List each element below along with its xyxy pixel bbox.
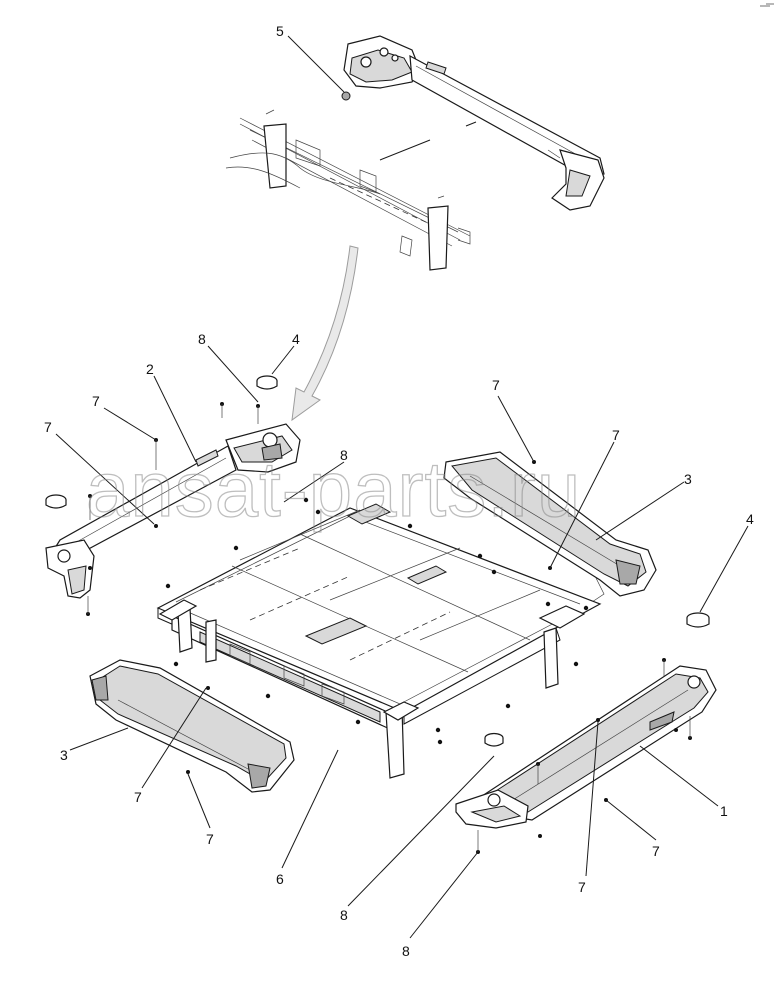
floor-frame xyxy=(156,497,602,779)
callouts: 5 8 4 2 7 7 8 7 7 3 4 3 7 7 6 1 7 7 8 8 xyxy=(44,23,754,959)
callout-1: 1 xyxy=(720,803,728,819)
callout-4: 4 xyxy=(746,511,754,527)
leader-lines xyxy=(55,35,749,939)
left-side-rail xyxy=(45,375,301,616)
callout-7: 7 xyxy=(652,843,660,859)
callout-8: 8 xyxy=(340,907,348,923)
callout-6: 6 xyxy=(276,871,284,887)
callout-7: 7 xyxy=(134,789,142,805)
callout-8: 8 xyxy=(198,331,206,347)
callout-4: 4 xyxy=(292,331,300,347)
callout-8: 8 xyxy=(402,943,410,959)
watermark: ansat-parts.ru xyxy=(86,445,581,533)
callout-5: 5 xyxy=(276,23,284,39)
front-bumper xyxy=(89,659,295,793)
callout-3: 3 xyxy=(60,747,68,763)
callout-2: 2 xyxy=(146,361,154,377)
callout-8: 8 xyxy=(340,447,348,463)
callout-7: 7 xyxy=(578,879,586,895)
corner-mark xyxy=(760,3,774,7)
top-rail-assembly xyxy=(341,35,605,211)
callout-3: 3 xyxy=(684,471,692,487)
assembly-direction-arrow xyxy=(291,245,359,422)
callout-7: 7 xyxy=(44,419,52,435)
callout-7: 7 xyxy=(492,377,500,393)
callout-7: 7 xyxy=(92,393,100,409)
top-frame-inset xyxy=(225,109,471,271)
callout-7: 7 xyxy=(612,427,620,443)
callout-7: 7 xyxy=(206,831,214,847)
right-side-rail xyxy=(443,451,657,603)
